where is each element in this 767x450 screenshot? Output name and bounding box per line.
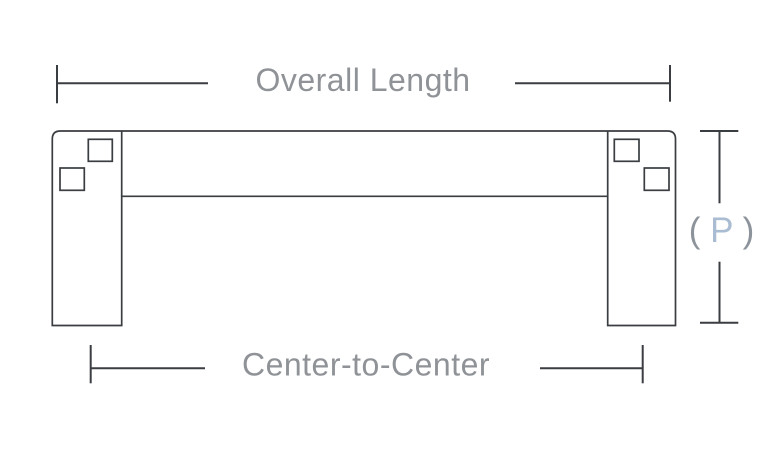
overall-length-label: Overall Length [255, 62, 470, 98]
projection-close-paren: ) [743, 211, 755, 250]
projection-letter: P [710, 211, 733, 250]
left-post-upper-screw-hole [87, 138, 114, 163]
projection-dimension: ( P ) [689, 130, 755, 324]
right-post-lower-screw-hole [643, 167, 670, 192]
projection-label: ( P ) [689, 211, 755, 250]
overall-length-dimension: Overall Length [56, 62, 671, 104]
right-post-upper-screw-hole [613, 138, 640, 163]
left-post-lower-screw-hole [59, 167, 86, 192]
handle-outline [51, 130, 677, 327]
projection-open-paren: ( [689, 211, 701, 250]
center-to-center-label: Center-to-Center [242, 347, 490, 383]
center-to-center-dimension: Center-to-Center [89, 345, 644, 384]
pull-handle-drawing [51, 130, 677, 327]
